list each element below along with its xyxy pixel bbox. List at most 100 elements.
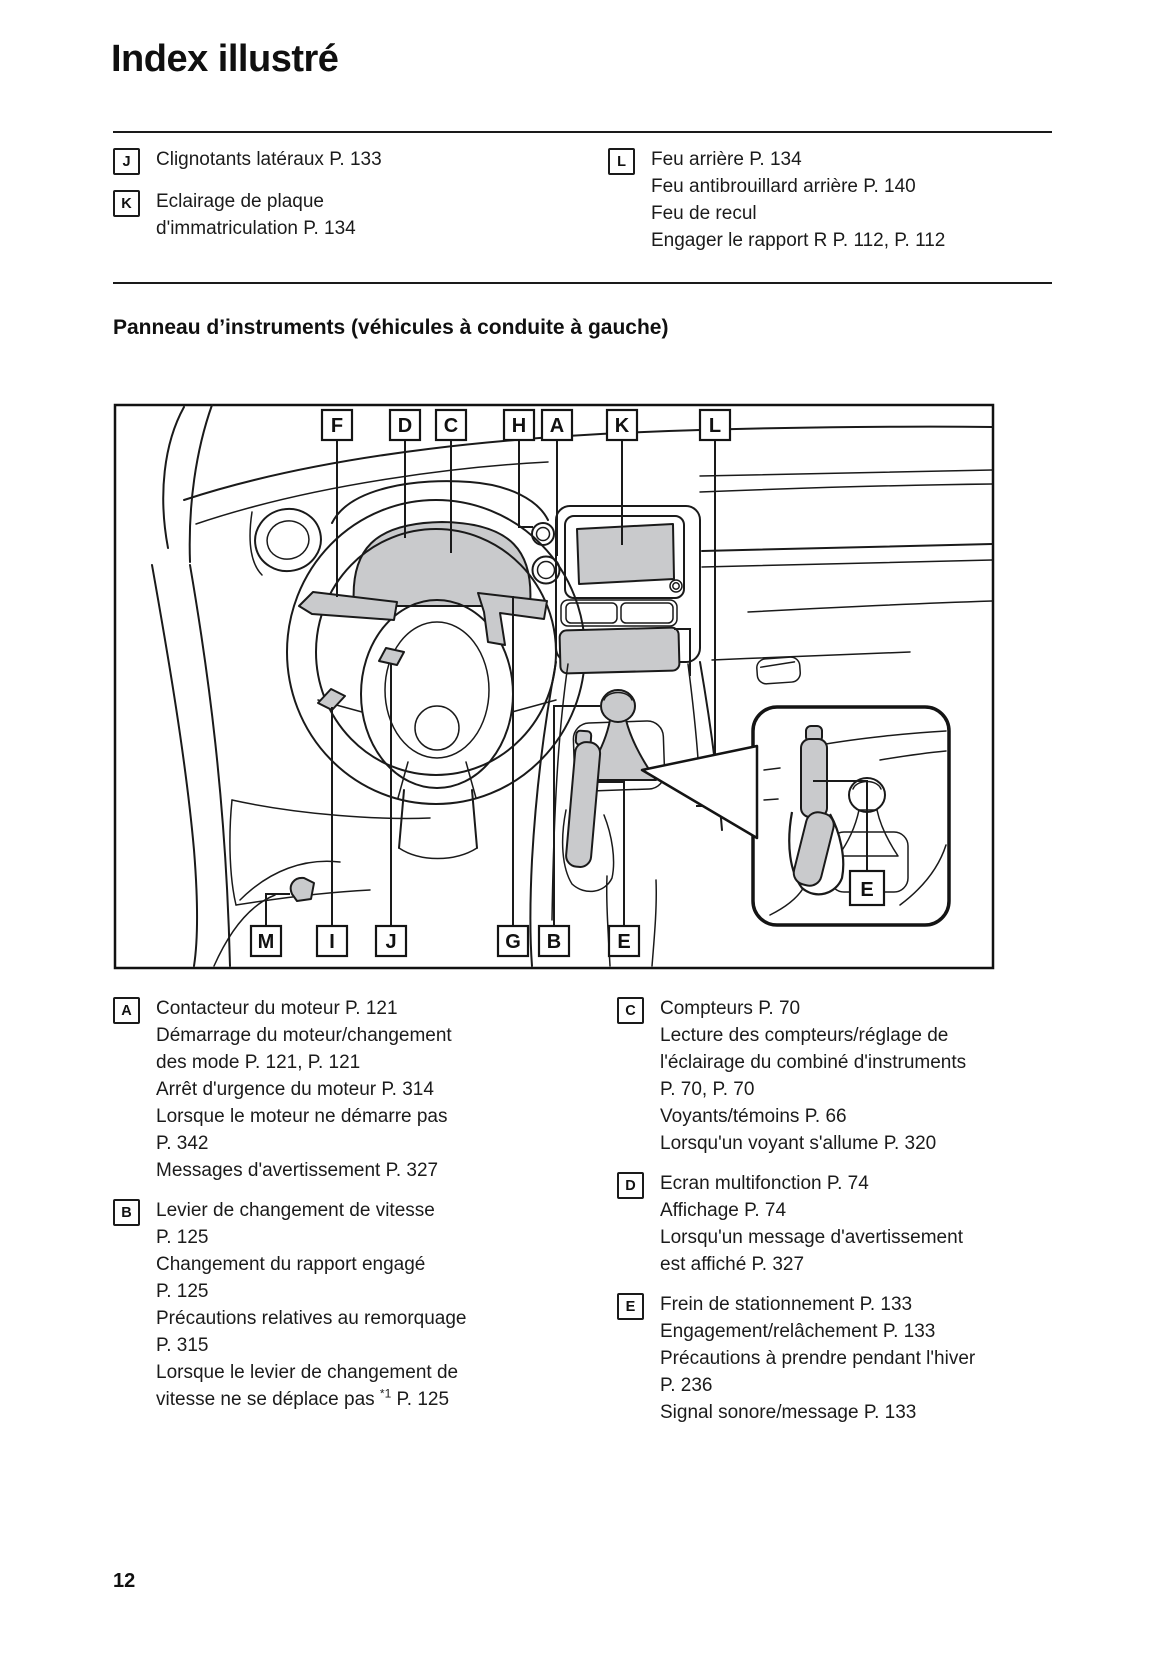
callout-box-C [434, 408, 468, 442]
page-number: 12 [113, 1570, 136, 1592]
index-line: P. 70, P. 70 [660, 1079, 755, 1100]
engine-switch [531, 555, 561, 585]
index-line: P. 315 [156, 1335, 209, 1356]
index-line: des mode P. 121, P. 121 [156, 1052, 361, 1073]
index-line: P. 342 [156, 1133, 209, 1154]
index-line: d'immatriculation P. 134 [156, 218, 356, 239]
callout-box-K [605, 408, 639, 442]
index-line: Lorsque le levier de changement de [156, 1362, 459, 1383]
callout-box-H [502, 408, 536, 442]
index-letter-tag-C: C [617, 997, 644, 1024]
index-line: Affichage P. 74 [660, 1200, 787, 1221]
callout-box-D [388, 408, 422, 442]
callout-letter-A: A [550, 415, 564, 437]
callout-box-J [374, 924, 408, 958]
index-line: Lorsqu'un message d'avertissement [660, 1227, 963, 1248]
index-line: vitesse ne se déplace pas *1 P. 125 [156, 1386, 450, 1410]
touchscreen [576, 523, 675, 585]
index-line: est affiché P. 327 [660, 1254, 805, 1275]
inset-pointer [640, 744, 759, 840]
callout-letter-inset-E: E [860, 879, 873, 901]
page-title: Index illustré [111, 38, 339, 80]
callout-letter-C: C [444, 415, 458, 437]
index-line: Contacteur du moteur P. 121 [156, 998, 398, 1019]
index-entry-J: J Clignotants latéraux P. 133 [113, 146, 573, 175]
callout-box-inset-E [848, 869, 886, 907]
parking-brake-lever [561, 729, 615, 893]
callout-box-M [249, 924, 283, 958]
callout-letter-F: F [331, 415, 343, 437]
callout-letter-E: E [617, 931, 630, 953]
instrument-panel-diagram: E F D C H A K L M [113, 403, 995, 970]
divider-middle [113, 282, 1052, 284]
index-letter-tag-L: L [608, 148, 635, 175]
callouts-top: F D C H A K L [320, 408, 732, 442]
callout-letter-D: D [398, 415, 412, 437]
index-letter-tag-B: B [113, 1199, 140, 1226]
glovebox-handle [756, 656, 801, 685]
index-letter-tag-E: E [617, 1293, 644, 1320]
callout-letter-G: G [505, 931, 521, 953]
index-line: l'éclairage du combiné d'instruments [660, 1052, 967, 1073]
index-line: P. 236 [660, 1375, 713, 1396]
index-line: Lorsqu'un voyant s'allume P. 320 [660, 1133, 937, 1154]
index-letter-tag-J: J [113, 148, 140, 175]
callout-box-F [320, 408, 354, 442]
index-line: Précautions à prendre pendant l'hiver [660, 1348, 976, 1369]
index-line: Feu antibrouillard arrière P. 140 [651, 176, 916, 197]
footnote-marker: *1 [379, 1386, 392, 1401]
index-line: Messages d'avertissement P. 327 [156, 1160, 439, 1181]
index-line: P. 125 [156, 1227, 209, 1248]
index-line: Clignotants latéraux P. 133 [156, 149, 382, 170]
index-line: Précautions relatives au remorquage [156, 1308, 467, 1329]
index-line: Voyants/témoins P. 66 [660, 1106, 847, 1127]
index-line: P. 125 [156, 1281, 209, 1302]
index-entry-K: K Eclairage de plaque d'immatriculation P.… [113, 188, 573, 242]
callout-box-G [496, 924, 530, 958]
index-line: Engager le rapport R P. 112, P. 112 [651, 230, 946, 251]
callout-box-L [698, 408, 732, 442]
inset-content: E [763, 725, 947, 916]
index-line: Engagement/relâchement P. 133 [660, 1321, 936, 1342]
gear-shift-lever [572, 689, 666, 792]
index-entry-lines: Clignotants latéraux P. 133 [156, 146, 573, 175]
index-letter-tag-K: K [113, 190, 140, 217]
index-line: Eclairage de plaque [156, 191, 324, 212]
index-line: Changement du rapport engagé [156, 1254, 426, 1275]
index-entry-lines: Eclairage de plaque d'immatriculation P. … [156, 188, 573, 242]
index-line: Arrêt d'urgence du moteur P. 314 [156, 1079, 434, 1100]
callouts-bottom: M I J G B E [249, 924, 641, 958]
dashboard-illustration: E F D C H A K L M [113, 403, 995, 970]
callout-letter-M: M [258, 931, 275, 953]
hazard-button [531, 522, 555, 546]
side-vent-icon [254, 507, 322, 573]
index-letter-tag-D: D [617, 1172, 644, 1199]
touchscreen-bezel [564, 515, 685, 599]
inset-parking-brake [788, 725, 845, 896]
climate-panel [558, 626, 681, 675]
climate-button-row [560, 599, 678, 627]
left-stalk [298, 591, 398, 621]
callout-letter-J: J [385, 931, 396, 953]
callout-letter-K: K [615, 415, 630, 437]
index-line: Signal sonore/message P. 133 [660, 1402, 917, 1423]
index-line: Frein de stationnement P. 133 [660, 1294, 913, 1315]
callout-box-A [540, 408, 574, 442]
callout-box-E [607, 924, 641, 958]
index-line: Compteurs P. 70 [660, 998, 801, 1019]
